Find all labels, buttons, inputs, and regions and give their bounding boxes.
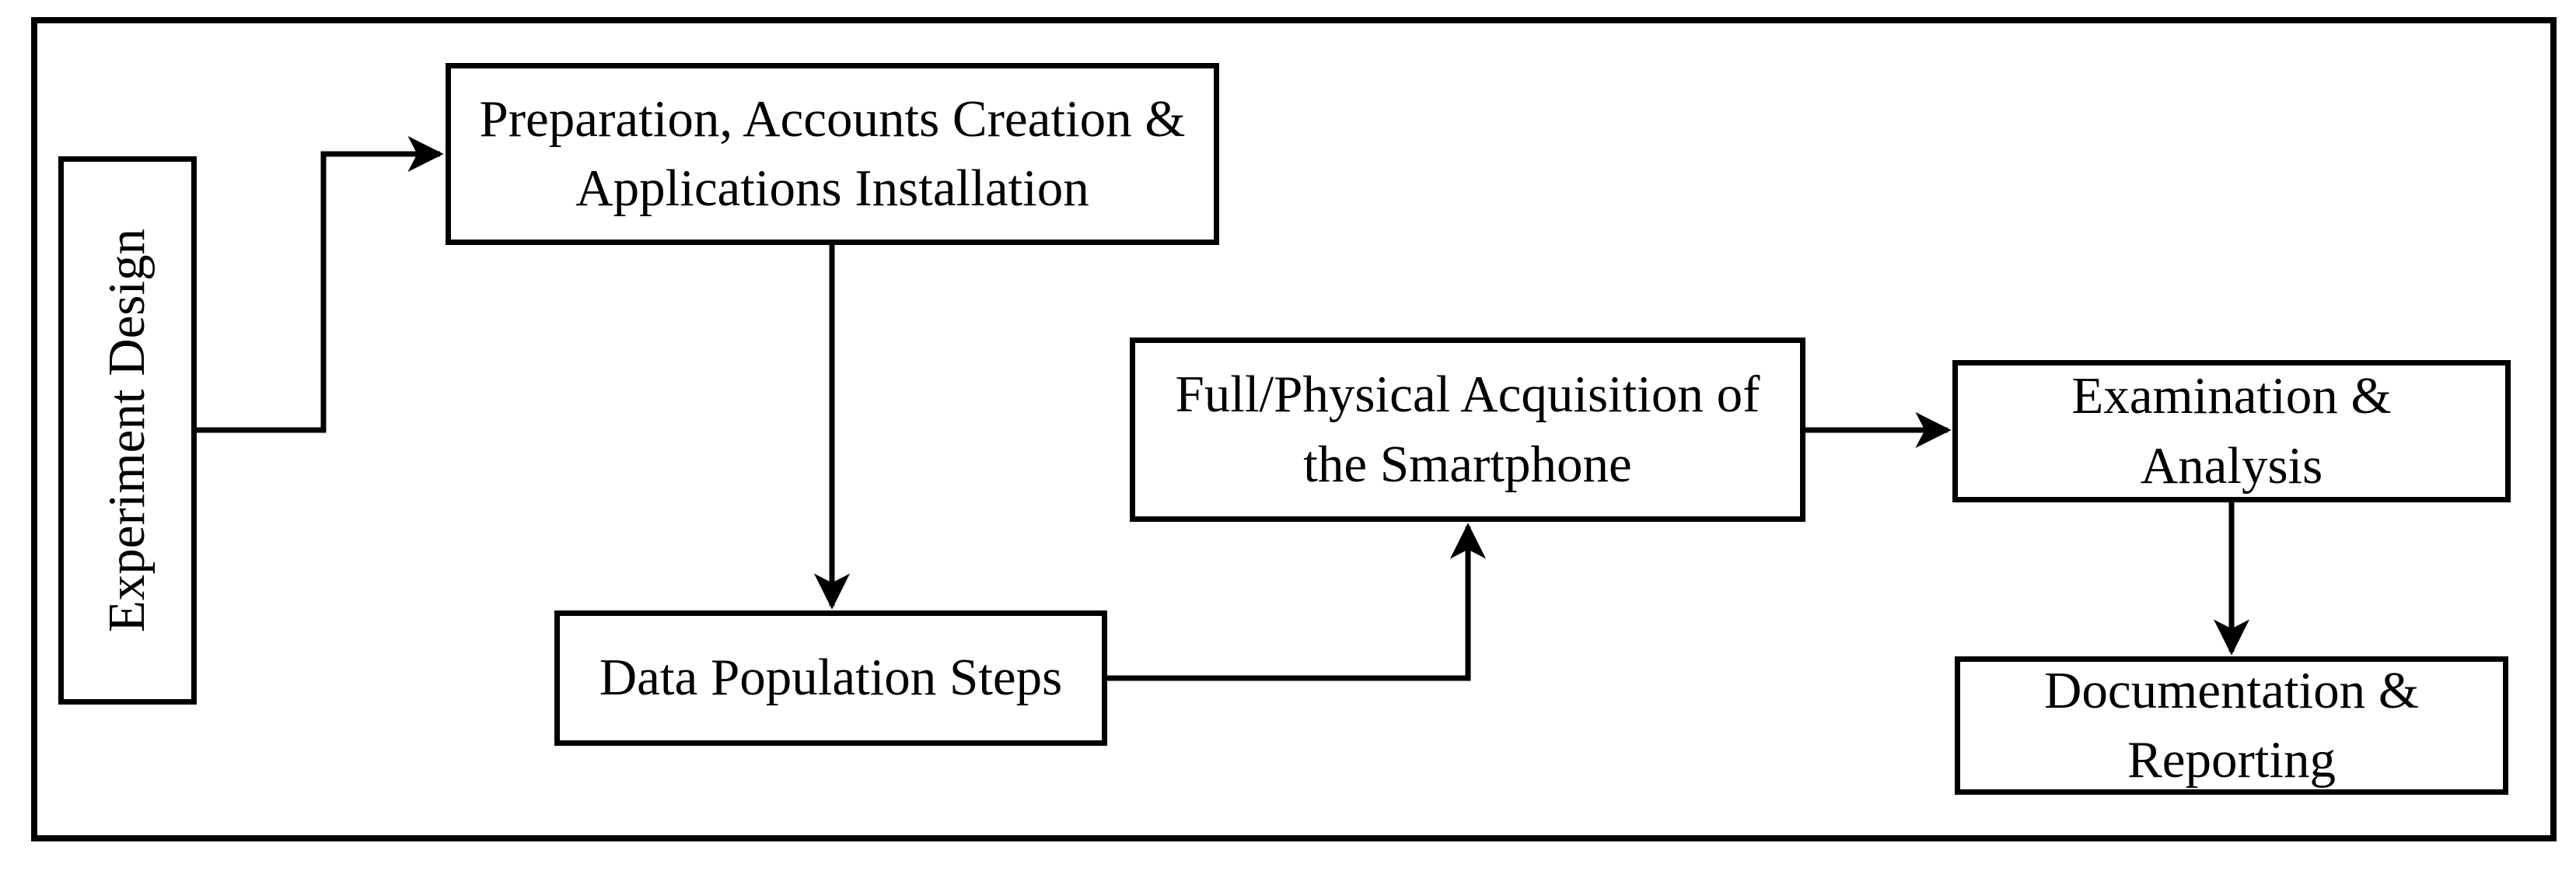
box-data-population-steps: Data Population Steps (554, 610, 1107, 746)
box-experiment-design-label: Experiment Design (98, 228, 156, 633)
box-preparation-accounts-creation-label: Preparation, Accounts Creation & Applica… (479, 89, 1186, 217)
box-data-population-steps-label: Data Population Steps (599, 649, 1063, 707)
box-documentation-reporting-label: Documentation & Reporting (2044, 661, 2419, 789)
box-documentation-reporting: Documentation & Reporting (1955, 656, 2508, 795)
box-full-physical-acquisition-label: Full/Physical Acquisition of the Smartph… (1175, 366, 1760, 493)
box-preparation-accounts-creation: Preparation, Accounts Creation & Applica… (446, 63, 1219, 245)
box-examination-analysis-label: Examination & Analysis (2071, 367, 2392, 495)
box-experiment-design: Experiment Design (58, 156, 197, 705)
box-examination-analysis: Examination & Analysis (1952, 360, 2511, 502)
box-full-physical-acquisition: Full/Physical Acquisition of the Smartph… (1130, 338, 1805, 522)
diagram-frame (31, 17, 2557, 841)
